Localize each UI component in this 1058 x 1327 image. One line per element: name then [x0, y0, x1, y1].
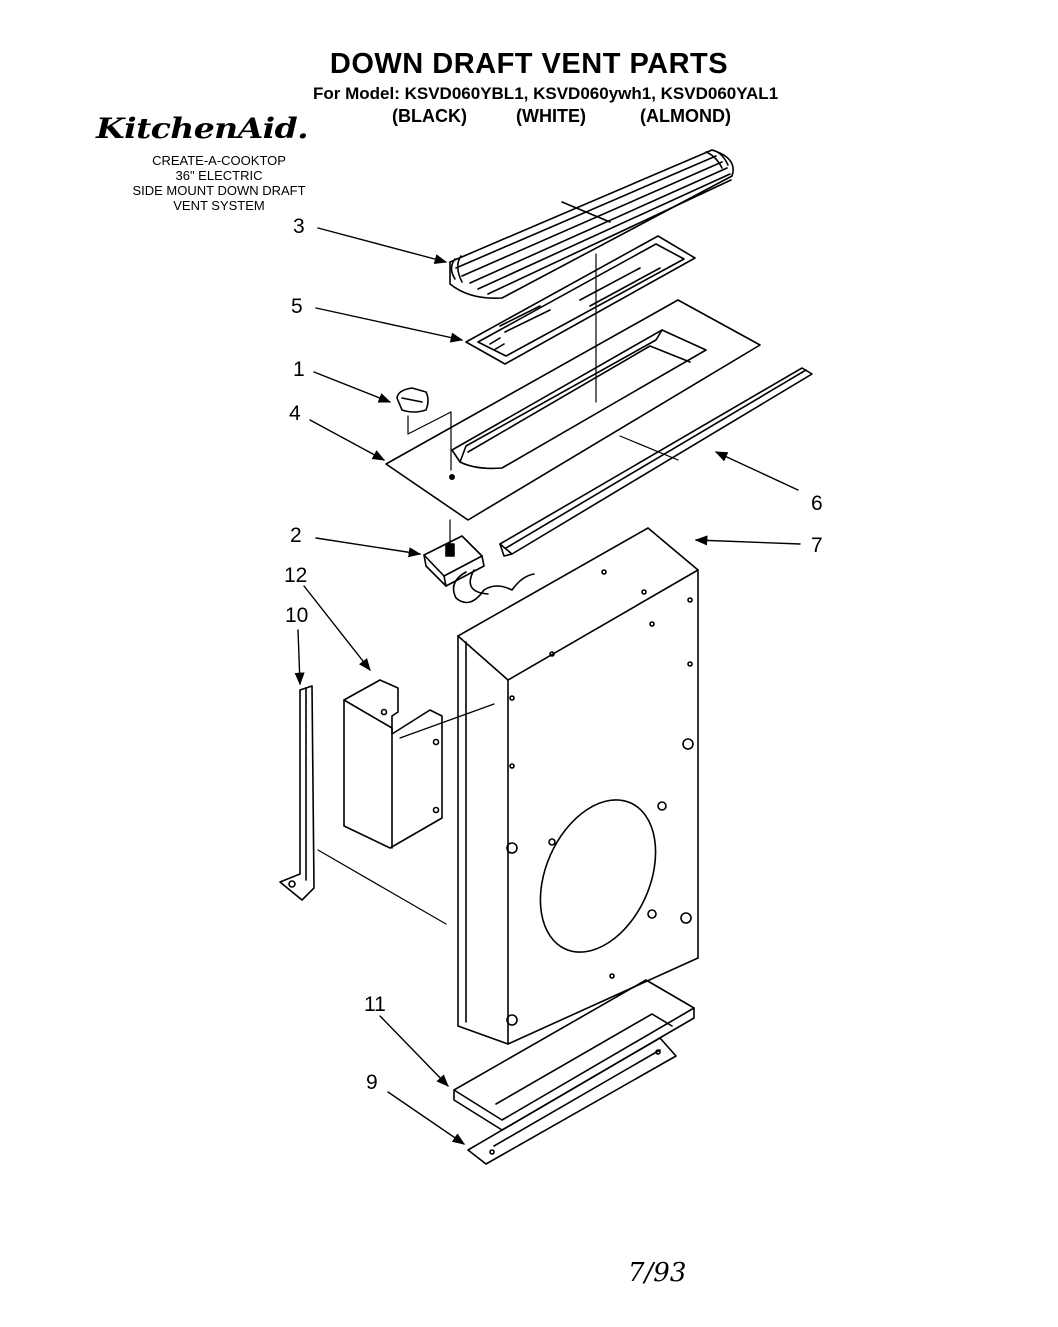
variant-almond: (ALMOND)	[640, 106, 731, 126]
part-3-grille	[449, 149, 734, 300]
part-6-trim-strip	[499, 367, 813, 557]
callout-10: 10	[285, 604, 308, 627]
leader-11	[379, 1015, 449, 1087]
variant-white: (WHITE)	[516, 106, 586, 126]
leader-2	[315, 537, 422, 558]
part-5-filter	[465, 235, 696, 365]
description-line: SIDE MOUNT DOWN DRAFT	[132, 183, 306, 198]
callout-2: 2	[290, 524, 302, 547]
part-7-vent-housing	[457, 527, 699, 1045]
date-stamp: 7/93	[628, 1258, 687, 1288]
part-12-bracket	[343, 679, 443, 849]
callout-6: 6	[811, 492, 823, 515]
description-line: 36" ELECTRIC	[175, 168, 263, 183]
part-4-frame	[385, 299, 761, 521]
callout-5: 5	[291, 295, 303, 318]
part-10-side-rail	[279, 685, 315, 901]
leader-9	[387, 1091, 466, 1145]
leader-4	[309, 419, 386, 461]
part-11-base-tray	[453, 979, 695, 1131]
callout-9: 9	[366, 1071, 378, 1094]
leader-7	[694, 535, 801, 546]
callout-1: 1	[293, 358, 305, 381]
callout-3: 3	[293, 215, 305, 238]
callout-7: 7	[811, 534, 823, 557]
callout-11: 11	[364, 993, 386, 1016]
leader-12	[303, 585, 371, 671]
variant-black: (BLACK)	[392, 106, 467, 126]
model-numbers: For Model: KSVD060YBL1, KSVD060ywh1, KSV…	[313, 84, 779, 103]
brand-logo: KitchenAid.	[96, 112, 309, 145]
description-line: VENT SYSTEM	[173, 198, 265, 213]
part-1-knob	[396, 387, 452, 435]
part-2-switch	[423, 519, 535, 604]
product-description: CREATE-A-COOKTOP 36" ELECTRIC SIDE MOUNT…	[112, 153, 326, 213]
leader-6	[714, 451, 799, 491]
leader-1	[313, 371, 392, 403]
leader-3	[317, 227, 448, 264]
callout-4: 4	[289, 402, 301, 425]
callout-leaders	[294, 227, 801, 1145]
leader-10	[294, 629, 305, 686]
description-line: CREATE-A-COOKTOP	[152, 153, 286, 168]
part-9-base-plate	[467, 1037, 677, 1165]
leader-5	[315, 307, 464, 343]
page-title: DOWN DRAFT VENT PARTS	[329, 48, 729, 80]
callout-12: 12	[284, 564, 307, 587]
